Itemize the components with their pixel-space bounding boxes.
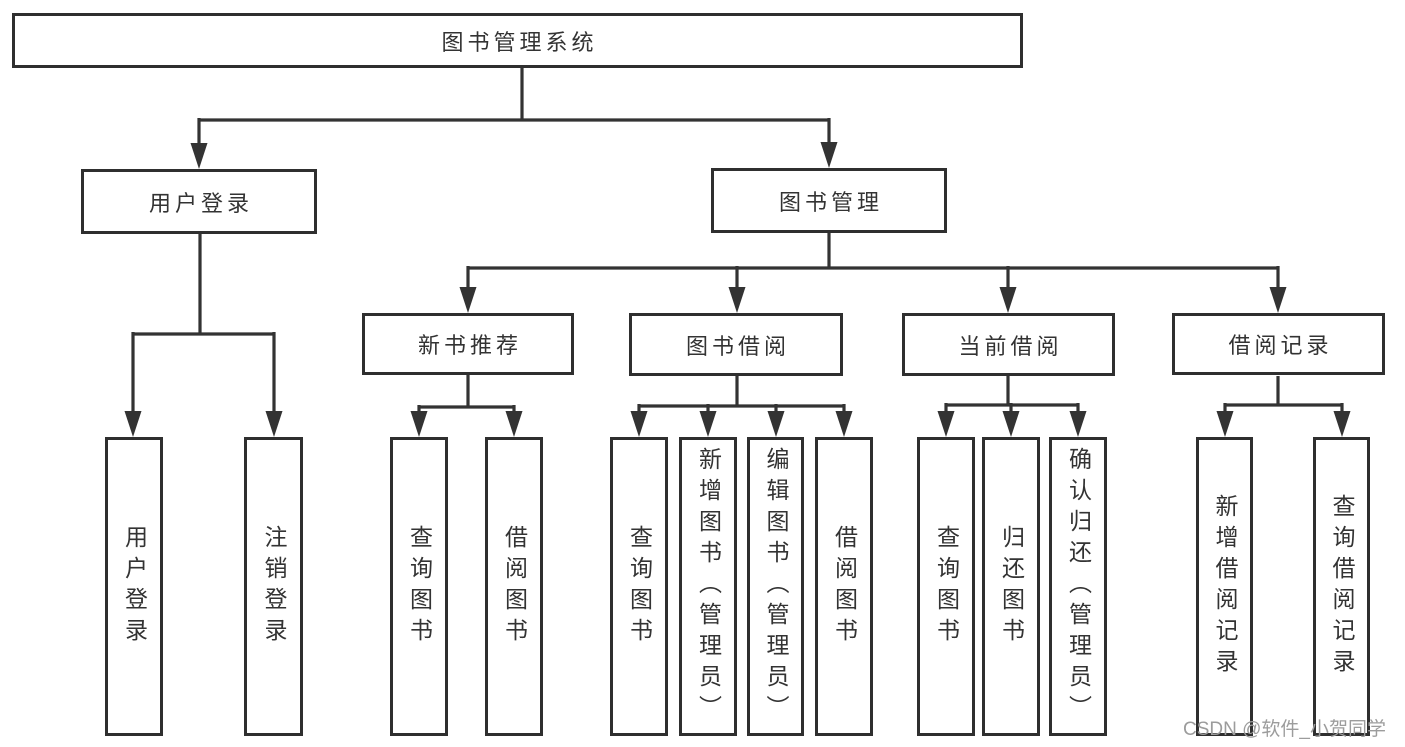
leaf-add-borrow-record: 新增借阅记录 — [1196, 437, 1253, 736]
node-root-label: 图书管理系统 — [441, 29, 598, 55]
node-new-book-recommend-label: 新书推荐 — [417, 333, 522, 358]
leaf-logout-label: 注销登录 — [261, 524, 287, 649]
leaf-query-books-current: 查询图书 — [917, 437, 975, 736]
leaf-add-borrow-record-label: 新增借阅记录 — [1212, 493, 1238, 680]
leaf-borrow-books-label: 借阅图书 — [831, 524, 858, 649]
node-current-borrow: 当前借阅 — [902, 313, 1115, 376]
leaf-return-books-label: 归还图书 — [998, 524, 1025, 649]
leaf-borrow-books: 借阅图书 — [815, 437, 873, 736]
leaf-query-books-recommend-label: 查询图书 — [406, 524, 433, 649]
leaf-borrow-books-recommend-label: 借阅图书 — [501, 524, 528, 649]
node-root: 图书管理系统 — [12, 13, 1023, 68]
node-book-borrow: 图书借阅 — [629, 313, 843, 376]
leaf-query-books-borrow-label: 查询图书 — [626, 524, 653, 649]
leaf-query-books-current-label: 查询图书 — [933, 524, 960, 649]
node-book-borrow-label: 图书借阅 — [685, 333, 790, 359]
leaf-query-borrow-record: 查询借阅记录 — [1313, 437, 1370, 736]
leaf-confirm-return-admin-label: 确认归还（管理员） — [1065, 447, 1092, 726]
leaf-logout: 注销登录 — [244, 437, 303, 736]
node-current-borrow-label: 当前借阅 — [958, 333, 1063, 359]
leaf-user-login: 用户登录 — [105, 437, 163, 736]
node-user-login-label: 用户登录 — [148, 190, 253, 216]
leaf-edit-books-admin: 编辑图书（管理员） — [747, 437, 804, 736]
leaf-user-login-label: 用户登录 — [121, 524, 148, 649]
leaf-add-books-admin: 新增图书（管理员） — [679, 437, 737, 736]
node-book-management: 图书管理 — [711, 168, 947, 233]
node-user-login: 用户登录 — [81, 169, 317, 234]
leaf-query-books-recommend: 查询图书 — [390, 437, 448, 736]
leaf-confirm-return-admin: 确认归还（管理员） — [1049, 437, 1107, 736]
leaf-borrow-books-recommend: 借阅图书 — [485, 437, 543, 736]
watermark: CSDN @软件_小贺同学 — [1183, 719, 1386, 740]
leaf-query-borrow-record-label: 查询借阅记录 — [1329, 493, 1355, 680]
leaf-return-books: 归还图书 — [982, 437, 1040, 736]
leaf-query-books-borrow: 查询图书 — [610, 437, 668, 736]
node-new-book-recommend: 新书推荐 — [362, 313, 574, 375]
leaf-edit-books-admin-label: 编辑图书（管理员） — [763, 447, 789, 726]
node-book-management-label: 图书管理 — [778, 189, 883, 215]
leaf-add-books-admin-label: 新增图书（管理员） — [695, 447, 722, 726]
node-borrow-records: 借阅记录 — [1172, 313, 1385, 375]
arrowheads — [124, 142, 1351, 437]
node-borrow-records-label: 借阅记录 — [1228, 333, 1333, 358]
